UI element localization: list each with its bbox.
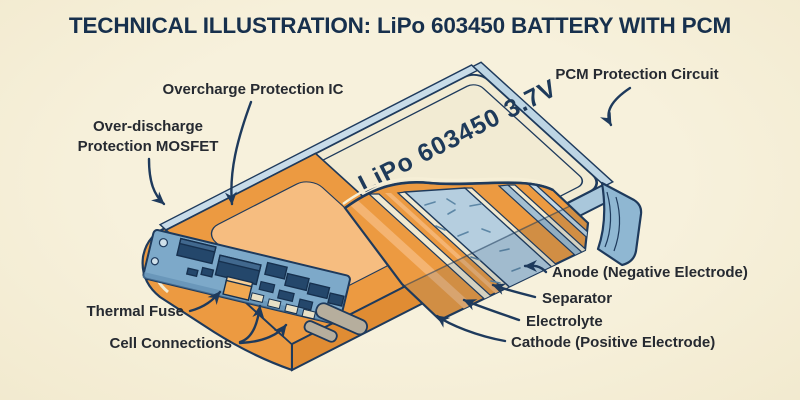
pouch-seal-top-right — [471, 61, 615, 187]
pcb-mount-hole — [158, 238, 169, 248]
label-overdischarge-line1: Over-discharge — [93, 118, 203, 135]
label-cell-connections: Cell Connections — [109, 335, 232, 352]
cutaway-near-edge-crease — [401, 205, 571, 288]
electrolyte-leader — [462, 298, 521, 322]
thermal-fuse-component — [222, 275, 254, 301]
pcm-circuit-leader — [600, 86, 632, 127]
pcb-mount-hole — [150, 257, 159, 266]
page-title: TECHNICAL ILLUSTRATION: LiPo 603450 BATT… — [68, 13, 732, 38]
cell-connections-leader-2 — [238, 323, 288, 345]
leader-lines — [147, 86, 632, 345]
thermal-fuse-leader — [188, 290, 222, 313]
separator-leader — [491, 283, 537, 299]
overcharge-ic-leader — [224, 100, 253, 206]
cutaway-layer-stack — [342, 177, 590, 322]
label-overdischarge-line2: Protection MOSFET — [78, 138, 219, 155]
callout-labels: Overcharge Protection IC Over-discharge … — [78, 66, 748, 352]
pcm-pcb-board — [142, 229, 351, 326]
anode-leader — [523, 259, 548, 274]
cell-connections-leader-1 — [238, 304, 265, 344]
electrolyte-squiggles — [424, 198, 532, 289]
label-anode: Anode (Negative Electrode) — [552, 264, 748, 281]
label-pcm-circuit: PCM Protection Circuit — [555, 66, 718, 83]
flange-end-cap-ridge — [604, 191, 621, 252]
label-overcharge-ic: Overcharge Protection IC — [163, 81, 344, 98]
nickel-tab — [303, 302, 368, 343]
label-cathode: Cathode (Positive Electrode) — [511, 334, 715, 351]
label-thermal-fuse: Thermal Fuse — [86, 303, 184, 320]
cell-connection-pads — [249, 292, 317, 320]
label-electrolyte: Electrolyte — [526, 313, 603, 330]
label-separator: Separator — [542, 290, 612, 307]
overdischarge-mosfet-leader — [147, 157, 166, 206]
cathode-leader — [435, 314, 507, 343]
